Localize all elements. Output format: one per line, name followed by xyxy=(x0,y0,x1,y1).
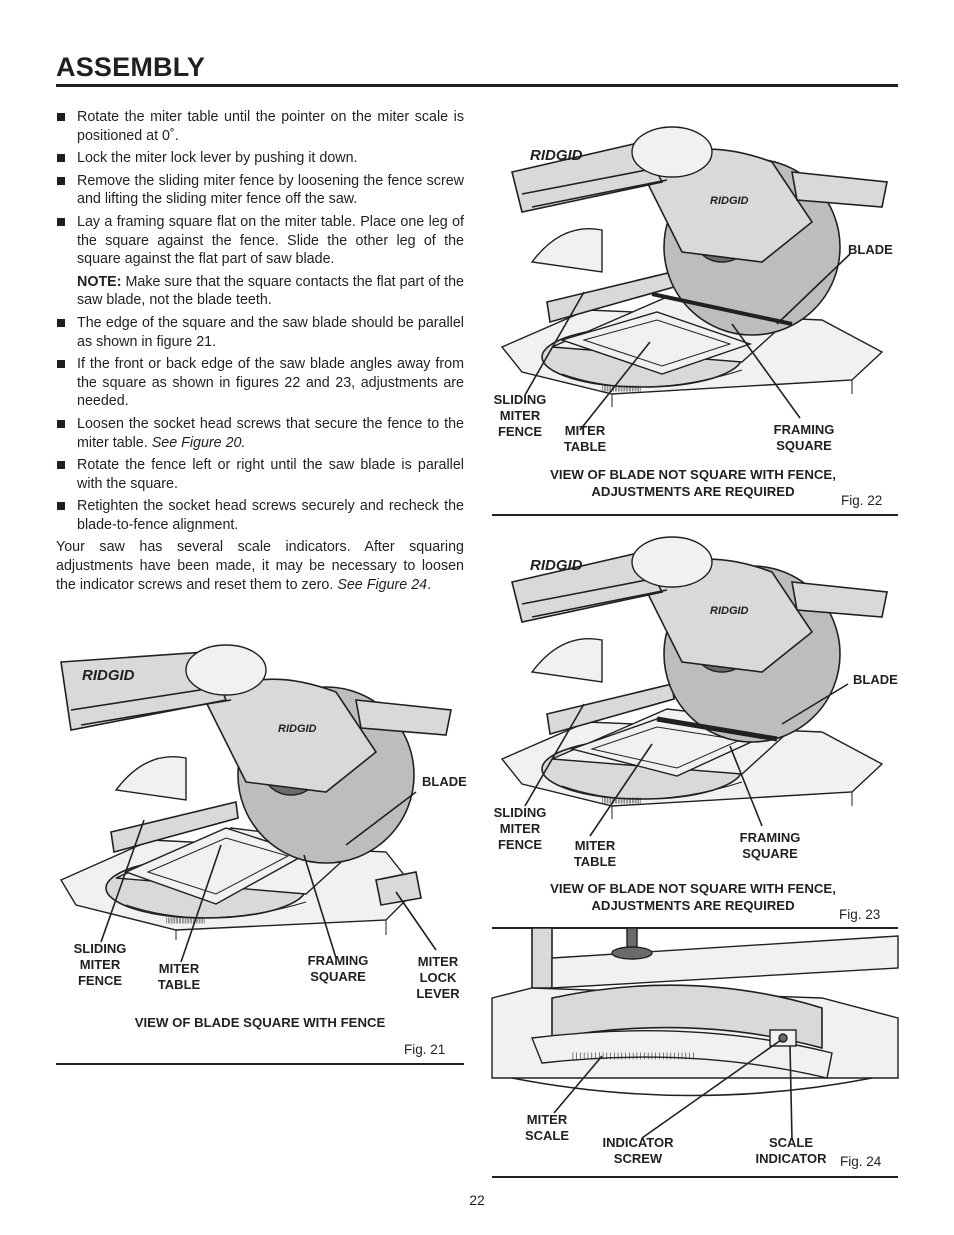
figure-rule xyxy=(56,1063,464,1065)
callout-framing-square: FRAMING SQUARE xyxy=(739,830,801,861)
callout-miter-table: MITER TABLE xyxy=(157,961,201,992)
callout-miter-table: MITER TABLE xyxy=(573,838,617,869)
instruction-list: Rotate the miter table until the pointer… xyxy=(56,108,464,534)
svg-text:|||||||||||||||||||||||||: ||||||||||||||||||||||||| xyxy=(602,386,641,392)
miter-saw-illustration: ||||||||||||||||||||||||| RIDGID RIDGID xyxy=(500,536,888,837)
figure-label: Fig. 23 xyxy=(839,907,881,922)
callout-blade: BLADE xyxy=(853,672,898,687)
callout-sliding-miter-fence: SLIDING MITER FENCE xyxy=(73,941,127,988)
instruction-item: If the front or back edge of the saw bla… xyxy=(56,355,464,411)
brand-logo: RIDGID xyxy=(278,723,317,735)
figure-label: Fig. 24 xyxy=(840,1154,882,1169)
callout-sliding-miter-fence: SLIDING MITER FENCE xyxy=(493,805,547,852)
figure-caption: VIEW OF BLADE NOT SQUARE WITH FENCE, ADJ… xyxy=(550,881,836,913)
callout-blade: BLADE xyxy=(422,774,467,789)
figure-label: Fig. 22 xyxy=(841,493,883,508)
instruction-item: Rotate the fence left or right until the… xyxy=(56,456,464,493)
instructions-column: Rotate the miter table until the pointer… xyxy=(56,108,464,594)
figure-rule xyxy=(492,1176,898,1178)
figure-reference: See Figure 24 xyxy=(337,576,428,593)
figure-21: ||||||||||||||||||||||||| RIDGID RIDGID … xyxy=(56,640,467,1068)
brand-logo: RIDGID xyxy=(710,605,749,617)
callout-indicator-screw: INDICATOR SCREW xyxy=(602,1135,674,1166)
brand-logo: RIDGID xyxy=(530,557,583,574)
scale-indicator-paragraph: Your saw has several scale indicators. A… xyxy=(56,539,464,593)
miter-saw-illustration: ||||||||||||||||||||||||| RIDGID RIDGID xyxy=(500,126,888,431)
instruction-item: Retighten the socket head screws securel… xyxy=(56,497,464,534)
figure-caption: VIEW OF BLADE NOT SQUARE WITH FENCE, ADJ… xyxy=(550,467,836,499)
callout-framing-square: FRAMING SQUARE xyxy=(307,953,369,984)
figure-label: Fig. 21 xyxy=(404,1042,446,1057)
callout-sliding-miter-fence: SLIDING MITER FENCE xyxy=(493,392,547,439)
bullet-square-icon xyxy=(57,113,65,121)
figure-caption: VIEW OF BLADE SQUARE WITH FENCE xyxy=(134,1015,386,1030)
callout-scale-indicator: SCALE INDICATOR xyxy=(755,1135,827,1166)
bullet-square-icon xyxy=(57,217,65,226)
miter-saw-illustration: ||||||||||||||||||||||||| RIDGID RIDGID xyxy=(59,644,452,963)
bullet-square-icon xyxy=(57,154,65,163)
bullet-square-icon xyxy=(57,176,65,185)
svg-text:| | | | | | | | | | | | | | |: | | | | | | | | | | | | | | | | | | | | … xyxy=(572,1053,694,1060)
title-rule xyxy=(56,84,898,87)
note: NOTE: Make sure that the square contacts… xyxy=(77,273,464,310)
instruction-item: The edge of the square and the saw blade… xyxy=(56,314,464,351)
bullet-square-icon xyxy=(57,360,65,369)
callout-miter-lock-lever: MITER LOCK LEVER xyxy=(416,954,460,1001)
figure-reference: See Figure 20. xyxy=(151,434,246,451)
callout-miter-table: MITER TABLE xyxy=(563,423,607,454)
figure-rule xyxy=(492,514,898,516)
brand-logo: RIDGID xyxy=(530,147,583,164)
instruction-item: Rotate the miter table until the pointer… xyxy=(56,108,464,145)
figure-22: ||||||||||||||||||||||||| RIDGID RIDGID … xyxy=(492,112,898,518)
instruction-item: Remove the sliding miter fence by loosen… xyxy=(56,172,464,209)
note-label: NOTE: xyxy=(77,273,122,290)
svg-text:|||||||||||||||||||||||||: ||||||||||||||||||||||||| xyxy=(602,798,641,804)
figure-23: ||||||||||||||||||||||||| RIDGID RIDGID … xyxy=(492,524,898,924)
miter-scale-closeup-illustration: | | | | | | | | | | | | | | | | | | | | … xyxy=(491,927,899,1141)
bullet-square-icon xyxy=(57,318,65,327)
instruction-item: Loosen the socket head screws that secur… xyxy=(56,415,464,452)
brand-logo: RIDGID xyxy=(710,195,749,207)
note-text: Make sure that the square contacts the f… xyxy=(77,273,465,309)
page-title: ASSEMBLY xyxy=(56,52,206,82)
instruction-item: Lock the miter lock lever by pushing it … xyxy=(56,149,464,168)
figure-24: | | | | | | | | | | | | | | | | | | | | … xyxy=(491,927,899,1180)
page-number: 22 xyxy=(469,1192,485,1208)
bullet-square-icon xyxy=(57,419,65,428)
callout-framing-square: FRAMING SQUARE xyxy=(773,422,835,453)
instruction-item: Lay a framing square flat on the miter t… xyxy=(56,213,464,310)
bullet-square-icon xyxy=(57,461,65,470)
svg-text:|||||||||||||||||||||||||: ||||||||||||||||||||||||| xyxy=(166,918,205,924)
callout-blade: BLADE xyxy=(848,242,893,257)
brand-logo: RIDGID xyxy=(82,667,135,684)
callout-miter-scale: MITER SCALE xyxy=(524,1112,570,1143)
bullet-square-icon xyxy=(57,502,65,511)
